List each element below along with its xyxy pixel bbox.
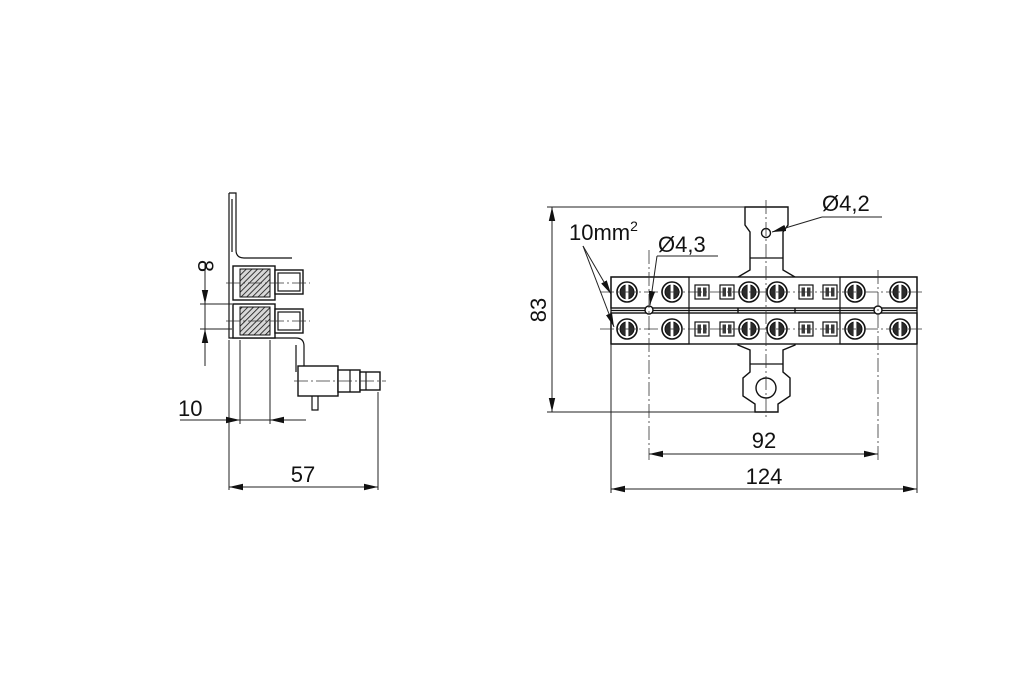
dim-height-label: 83 bbox=[526, 298, 551, 322]
dim-length-label: 124 bbox=[746, 464, 783, 489]
hole-small-label: Ø4,3 bbox=[658, 232, 706, 257]
front-view: 83 92 124 10mm2 Ø4,3 Ø4,2 bbox=[526, 191, 925, 493]
dim-width-label: 57 bbox=[291, 462, 315, 487]
hole-large-label: Ø4,2 bbox=[822, 191, 870, 216]
screw-head-top bbox=[274, 269, 304, 295]
dim-depth-label: 10 bbox=[178, 396, 202, 421]
dim-spacing-label: 92 bbox=[752, 428, 776, 453]
dim-height-label: 8 bbox=[193, 260, 218, 272]
cross-section-label: 10mm2 bbox=[569, 218, 638, 245]
side-view: 8 10 57 bbox=[178, 192, 386, 491]
terminal-strip-bottom bbox=[610, 312, 918, 345]
terminal-strip-top bbox=[610, 276, 918, 309]
